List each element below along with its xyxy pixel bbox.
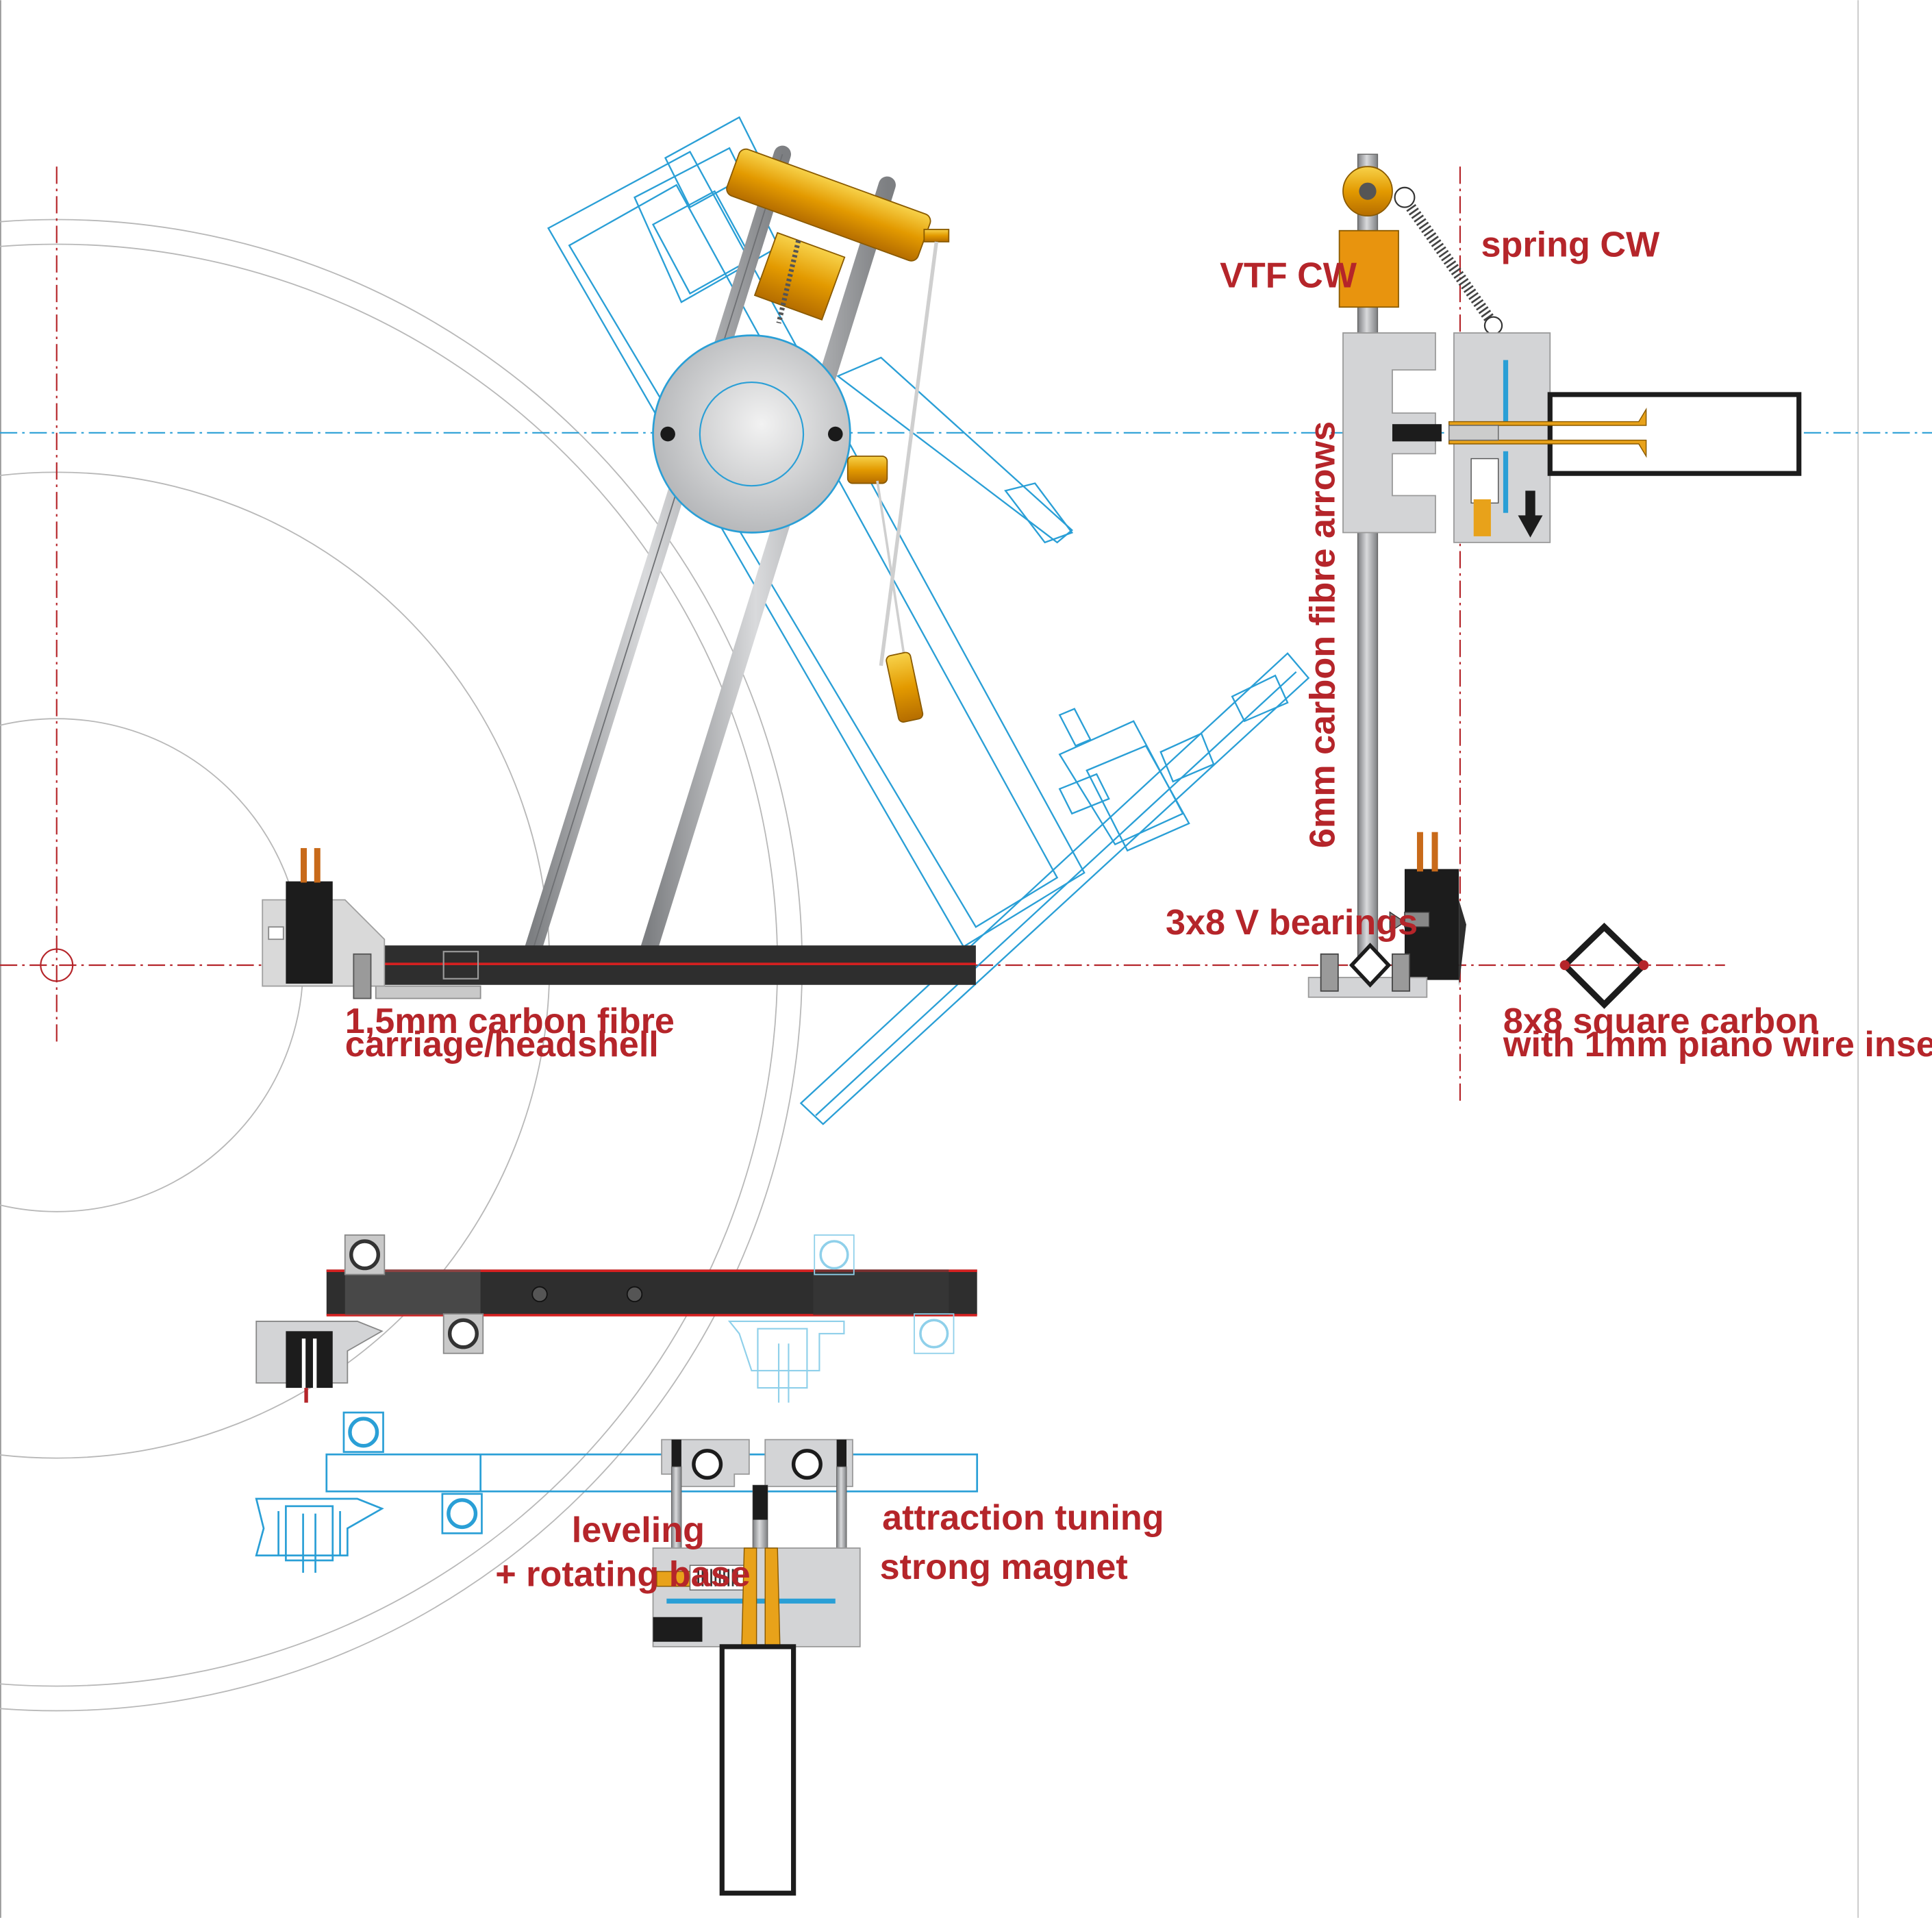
square-carbon-label-line2: with 1mm piano wire inserts [1503,1025,1932,1064]
page-frame [0,0,1859,1918]
square-carbon-detail [1559,922,1649,1009]
arm-rods [523,145,896,960]
carriage-label-line2: carriage/headshell [345,1025,659,1064]
arrows-label: 6mm carbon fibre arrows [1303,421,1342,848]
gold-counterweight [726,148,950,723]
spring-label: spring CW [1481,225,1661,265]
attraction-tuning-label: attraction tuning [882,1498,1164,1538]
vertical-post-assembly [1307,153,1802,998]
magnet-base-assembly [652,1438,861,1896]
carbon-carriage [326,945,976,999]
diagram-labels: 1,5mm carbon fibre carriage/headshell VT… [345,225,1932,1595]
carriage-top-view [255,1234,977,1403]
carriage-blueprint-lower [255,1411,979,1573]
strong-magnet-label: strong magnet [880,1547,1128,1587]
leveling-label: leveling [572,1510,705,1550]
carriage-label-line1: 1,5mm carbon fibre [345,1001,675,1041]
square-carbon-label-line1: 8x8 square carbon [1503,1001,1819,1041]
rotating-base-label: + rotating base [495,1555,750,1595]
headshell-cartridge [262,848,386,999]
bearings-label: 3x8 V bearings [1166,903,1418,943]
vtf-label: VTF CW [1220,256,1357,295]
pivot-disc [652,334,851,534]
